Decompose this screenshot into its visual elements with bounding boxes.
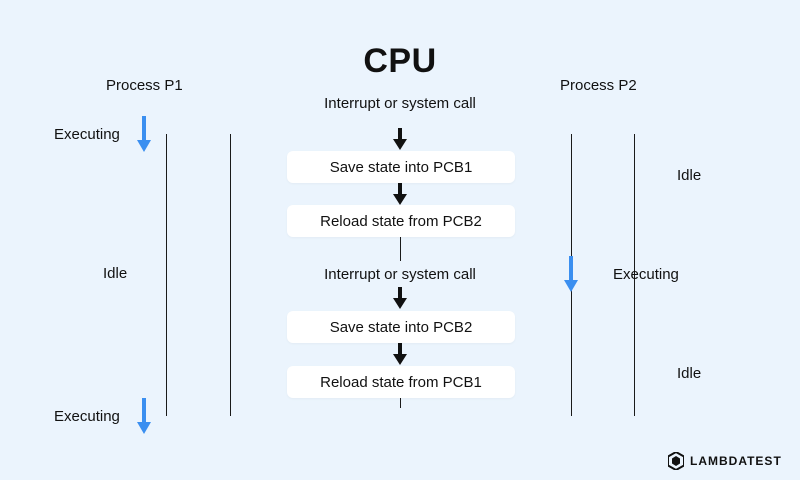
p1-executing-top-arrow-icon [137, 116, 151, 152]
save-state-box-2: Save state into PCB2 [287, 311, 515, 343]
p1-executing-top: Executing [54, 126, 120, 143]
reload-state-label-2: Reload state from PCB1 [320, 373, 482, 391]
p1-idle: Idle [103, 265, 128, 282]
lambdatest-logo: LAMBDATEST [668, 452, 782, 470]
p2-idle-bottom: Idle [677, 365, 702, 382]
p2-executing-arrow-icon [564, 256, 578, 292]
p1-executing-bottom-arrow-icon [137, 398, 151, 434]
p2-timeline-right [634, 134, 635, 416]
down-arrow-icon [393, 343, 407, 365]
interrupt-label-2: Interrupt or system call [324, 266, 476, 283]
lambdatest-logo-text: LAMBDATEST [690, 454, 782, 468]
connector-line-1 [400, 237, 401, 261]
p2-idle-top: Idle [677, 167, 702, 184]
diagram-title: CPU [363, 42, 437, 80]
save-state-label-2: Save state into PCB2 [329, 318, 473, 336]
reload-state-box-2: Reload state from PCB1 [287, 366, 515, 398]
reload-state-box-1: Reload state from PCB2 [287, 205, 515, 237]
p1-timeline-right [230, 134, 231, 416]
p2-executing: Executing [613, 266, 679, 283]
interrupt-label-1: Interrupt or system call [324, 95, 476, 112]
process-p1-label: Process P1 [106, 77, 183, 94]
process-p2-label: Process P2 [560, 77, 637, 94]
p1-executing-bottom: Executing [54, 408, 120, 425]
save-state-label-1: Save state into PCB1 [329, 158, 473, 176]
lambdatest-logo-icon [668, 452, 684, 470]
reload-state-label-1: Reload state from PCB2 [320, 212, 482, 230]
save-state-box-1: Save state into PCB1 [287, 151, 515, 183]
down-arrow-icon [393, 287, 407, 309]
down-arrow-icon [393, 128, 407, 150]
connector-line-2 [400, 398, 401, 408]
p1-timeline-left [166, 134, 167, 416]
down-arrow-icon [393, 183, 407, 205]
